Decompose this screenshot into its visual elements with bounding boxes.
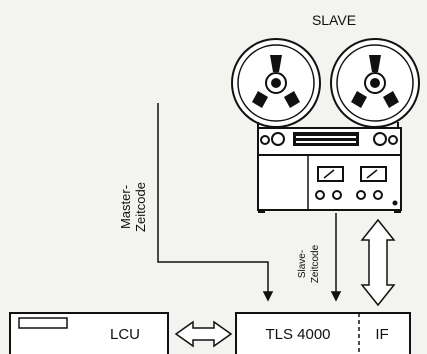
- tape-machine-icon: [232, 39, 419, 213]
- left-reel-icon: [232, 39, 320, 127]
- horizontal-double-arrow-icon: [176, 322, 231, 346]
- vertical-double-arrow-icon: [362, 220, 394, 305]
- slave-label: SLAVE: [312, 12, 356, 28]
- tls-label: TLS 4000: [265, 326, 330, 343]
- right-reel-icon: [331, 39, 419, 127]
- tls-4000-box: TLS 4000 IF: [236, 313, 410, 354]
- lcu-box: LCU: [10, 313, 168, 354]
- master-timecode-label-line2: Zeitcode: [133, 182, 148, 232]
- slave-timecode-label-line1: Slave-: [297, 250, 308, 278]
- slave-timecode-line: [332, 213, 340, 300]
- if-label: IF: [375, 326, 388, 343]
- master-timecode-label-line1: Master-: [118, 185, 133, 229]
- slave-timecode-label-line2: Zeitcode: [310, 244, 321, 283]
- lcu-label: LCU: [110, 326, 140, 343]
- master-timecode-line: [158, 103, 272, 300]
